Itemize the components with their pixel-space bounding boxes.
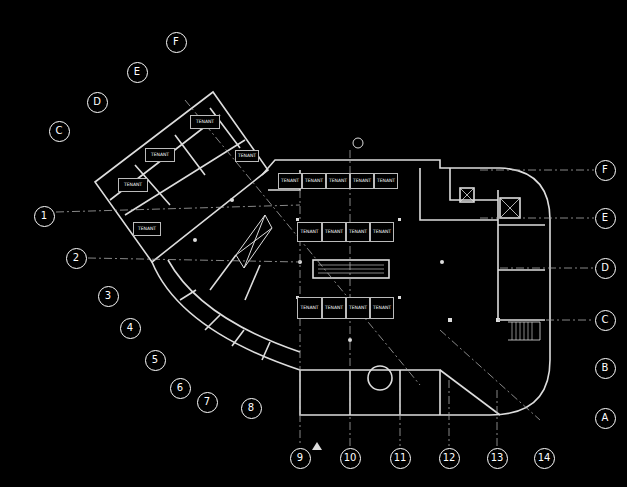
- tenant-unit: TENANT: [133, 222, 161, 236]
- grid-bubble: 8: [241, 398, 262, 419]
- tenant-label: TENANT: [281, 179, 299, 184]
- tenant-unit: TENANT: [118, 178, 148, 192]
- tenant-unit: TENANT: [235, 150, 259, 162]
- grid-bubble: 11: [390, 448, 411, 469]
- tenant-unit: TENANT: [190, 115, 220, 129]
- grid-label: 8: [248, 403, 254, 413]
- tenant-label: TENANT: [353, 179, 371, 184]
- grid-bubble: C: [595, 310, 616, 331]
- grid-bubble: 12: [439, 448, 460, 469]
- grid-label: D: [601, 263, 609, 273]
- tenant-label: TENANT: [349, 306, 367, 311]
- grid-label: 14: [538, 453, 551, 463]
- tenant-label: TENANT: [151, 153, 169, 158]
- grid-bubble: 2: [66, 248, 87, 269]
- grid-bubble: 5: [145, 350, 166, 371]
- grid-label: 6: [177, 383, 183, 393]
- tenant-unit: TENANT: [322, 222, 346, 242]
- grid-label: B: [602, 363, 609, 373]
- tenant-label: TENANT: [196, 120, 214, 125]
- grid-bubble: 10: [340, 448, 361, 469]
- tenant-unit: TENANT: [278, 173, 302, 189]
- grid-bubble: C: [49, 121, 70, 142]
- grid-label: E: [134, 67, 140, 77]
- grid-label: 12: [443, 453, 456, 463]
- grid-bubble: 3: [98, 286, 119, 307]
- grid-bubble: 6: [170, 378, 191, 399]
- tenant-unit: TENANT: [346, 222, 370, 242]
- tenant-label: TENANT: [373, 306, 391, 311]
- tenant-unit: TENANT: [346, 297, 370, 319]
- tenant-label: TENANT: [300, 230, 318, 235]
- grid-label: 3: [105, 291, 111, 301]
- tenant-label: TENANT: [373, 230, 391, 235]
- grid-label: 10: [344, 453, 357, 463]
- tenant-label: TENANT: [349, 230, 367, 235]
- grid-label: D: [93, 97, 101, 107]
- grid-label: F: [602, 165, 608, 175]
- grid-label: 2: [73, 253, 79, 263]
- grid-bubble: E: [595, 208, 616, 229]
- tenant-unit: TENANT: [374, 173, 398, 189]
- grid-label: C: [56, 126, 63, 136]
- grid-label: F: [173, 37, 179, 47]
- grid-label: 5: [152, 355, 158, 365]
- tenant-label: TENANT: [377, 179, 395, 184]
- grid-label: E: [602, 213, 608, 223]
- tenant-unit: TENANT: [370, 222, 394, 242]
- tenant-label: TENANT: [329, 179, 347, 184]
- tenant-label: TENANT: [325, 230, 343, 235]
- tenant-label: TENANT: [305, 179, 323, 184]
- grid-bubble: 14: [534, 448, 555, 469]
- tenant-unit: TENANT: [322, 297, 346, 319]
- tenant-unit: TENANT: [297, 222, 322, 242]
- grid-label: 11: [394, 453, 407, 463]
- grid-bubble: 1: [34, 206, 55, 227]
- tenant-unit: TENANT: [302, 173, 326, 189]
- grid-bubble: E: [127, 62, 148, 83]
- grid-label: 4: [127, 323, 133, 333]
- tenant-unit: TENANT: [326, 173, 350, 189]
- tenant-label: TENANT: [124, 183, 142, 188]
- grid-bubble: 9: [290, 448, 311, 469]
- grid-bubble: D: [87, 92, 108, 113]
- grid-label: 7: [204, 397, 210, 407]
- grid-bubble: D: [595, 258, 616, 279]
- grid-bubble: F: [166, 32, 187, 53]
- tenant-label: TENANT: [300, 306, 318, 311]
- grid-label: 1: [41, 211, 47, 221]
- grid-bubble: B: [595, 358, 616, 379]
- tenant-label: TENANT: [325, 306, 343, 311]
- tenant-unit: TENANT: [350, 173, 374, 189]
- grid-label: 13: [491, 453, 504, 463]
- grid-bubble: 13: [487, 448, 508, 469]
- tenant-label: TENANT: [138, 227, 156, 232]
- grid-label: C: [602, 315, 609, 325]
- grid-bubble: A: [595, 408, 616, 429]
- grid-bubble: F: [595, 160, 616, 181]
- grid-label: A: [602, 413, 609, 423]
- grid-bubble: 4: [120, 318, 141, 339]
- tenant-unit: TENANT: [297, 297, 322, 319]
- grid-bubble: 7: [197, 392, 218, 413]
- tenant-label: TENANT: [238, 154, 256, 159]
- grid-label: 9: [297, 453, 303, 463]
- tenant-unit: TENANT: [370, 297, 394, 319]
- tenant-unit: TENANT: [145, 148, 175, 162]
